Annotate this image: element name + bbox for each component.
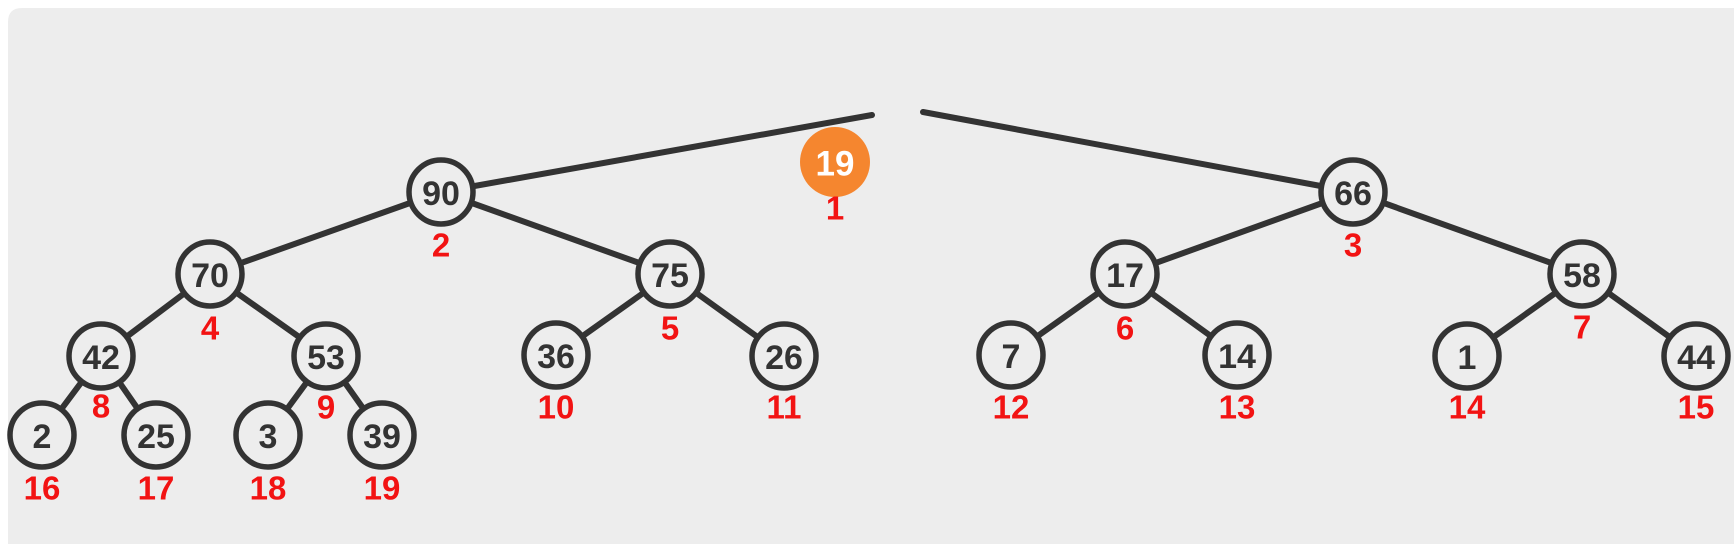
tree-node-circle (233, 400, 303, 470)
node-value: 90 (422, 175, 460, 213)
node-index-label: 6 (1116, 310, 1134, 347)
tree-node-circle (1090, 239, 1160, 309)
tree-node-circle (1202, 320, 1272, 390)
tree-node-circle (976, 320, 1046, 390)
node-index-label: 4 (201, 310, 220, 347)
edge-node3-node6 (1122, 189, 1356, 277)
tree-node-circle (66, 321, 136, 391)
node-index-label: 18 (250, 470, 287, 507)
node-index-label: 17 (138, 470, 175, 507)
node-index-label: 11 (767, 389, 802, 426)
node-value: 3 (259, 418, 278, 456)
node-value: 58 (1563, 257, 1601, 295)
node-value: 75 (651, 257, 689, 295)
node-index-label: 3 (1344, 227, 1362, 264)
tree-node-circle (1432, 321, 1502, 391)
canvas-background (8, 8, 1734, 544)
edge-node2-node5 (438, 189, 673, 277)
node-value: 66 (1334, 175, 1372, 213)
node-value: 7 (1002, 338, 1021, 376)
node-value: 53 (307, 339, 345, 377)
node-value: 17 (1106, 257, 1144, 295)
tree-node-circle (175, 239, 245, 309)
tree-node-circle (406, 157, 476, 227)
edge-node2-node4 (207, 189, 444, 277)
tree-node-circle (1661, 321, 1731, 391)
node-value: 70 (191, 257, 229, 295)
tree-node-circle-highlighted (800, 127, 870, 197)
tree-node-circle (291, 321, 361, 391)
edge-removed-root-to-left-subtree (438, 112, 875, 195)
node-index-label: 14 (1449, 389, 1486, 426)
node-index-label: 15 (1678, 389, 1715, 426)
node-index-label: 7 (1573, 309, 1591, 346)
node-value: 44 (1677, 339, 1715, 377)
node-value: 42 (82, 339, 120, 377)
node-value: 26 (765, 339, 803, 377)
node-value: 39 (363, 418, 401, 456)
edge-removed-root-to-right-subtree (920, 109, 1356, 195)
tree-node-circle (749, 321, 819, 391)
node-index-label: 9 (317, 389, 335, 426)
node-index-label: 2 (432, 227, 450, 264)
tree-node-circle (347, 400, 417, 470)
node-index-label: 10 (538, 389, 575, 426)
tree-node-circle (521, 320, 591, 390)
tree-node-circle (7, 400, 77, 470)
node-index-label: 16 (24, 470, 61, 507)
node-value: 25 (137, 418, 175, 456)
tree-node-circle (1318, 157, 1388, 227)
node-value: 2 (33, 418, 52, 456)
node-index-label: 8 (92, 388, 110, 425)
node-index-label: 5 (661, 310, 679, 347)
node-value: 36 (537, 338, 575, 376)
tree-node-circle (1547, 239, 1617, 309)
node-index-label: 1 (826, 190, 844, 227)
tree-node-circle (121, 400, 191, 470)
node-index-label: 12 (993, 389, 1030, 426)
node-index-label: 13 (1219, 389, 1256, 426)
node-index-label: 19 (364, 470, 401, 507)
edge-node3-node7 (1350, 189, 1585, 277)
node-value: 1 (1458, 339, 1477, 377)
tree-node-circle (635, 239, 705, 309)
node-value: 14 (1218, 338, 1256, 376)
node-value: 19 (816, 145, 855, 184)
